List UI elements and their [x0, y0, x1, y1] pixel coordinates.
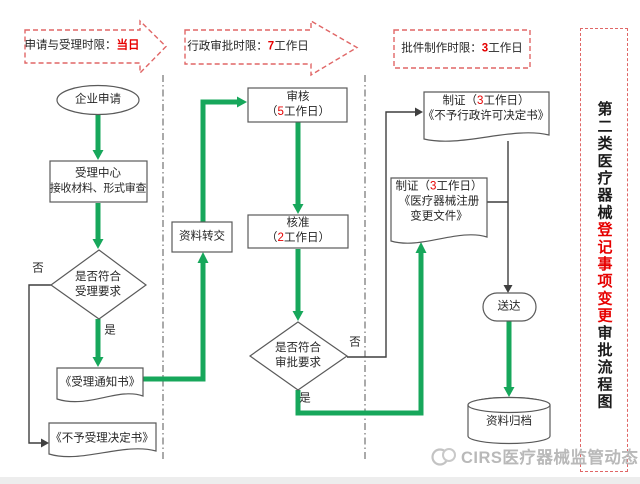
flow-connectors-green — [95, 99, 512, 416]
edge-decision1-no — [28, 284, 51, 444]
arrowhead-icon — [41, 438, 49, 448]
approve-label: 核准 （2工作日） — [266, 217, 330, 244]
cert-approve-document — [390, 177, 488, 244]
banner1-label: 申请与受理时限：当日 — [24, 39, 140, 52]
review-box — [247, 87, 348, 123]
decision2-diamond — [248, 321, 349, 391]
watermark: CIRS医疗器械监管动态 — [431, 443, 638, 469]
decision2-label: 是否符合 审批要求 — [275, 342, 321, 369]
accept-notice-document — [56, 367, 144, 403]
decision1-diamond — [49, 249, 148, 320]
start-label: 企业申请 — [75, 93, 121, 106]
banner3-label: 批件制作时限：3工作日 — [401, 42, 523, 55]
arrowhead-icon — [197, 252, 209, 263]
decision1-label: 是否符合 受理要求 — [75, 271, 121, 298]
black-arrowheads — [41, 107, 513, 448]
edge-transfer-to-review — [200, 99, 238, 222]
accept-center-box — [49, 160, 148, 203]
cert-approve-label: 制证（3工作日） 《医疗器械注册 变更文件》 — [395, 180, 483, 223]
banner2-label: 行政审批时限：7工作日 — [187, 40, 309, 53]
arrowhead-icon — [503, 387, 515, 397]
page-bottom-edge — [0, 477, 640, 484]
cirs-logo-icon — [431, 448, 456, 466]
arrowhead-icon — [503, 285, 513, 293]
archive-cylinder-top — [467, 396, 551, 414]
green-arrowheads — [92, 96, 515, 397]
review-label: 审核 （5工作日） — [266, 91, 330, 118]
accept-center-label: 受理中心 接收材料、形式审查 — [49, 167, 147, 195]
edge-decision2-yes — [295, 252, 424, 416]
edge-notice-to-transfer — [143, 262, 206, 382]
arrowhead-icon — [92, 150, 104, 160]
cert-reject-document — [423, 91, 550, 142]
watermark-text: CIRS医疗器械监管动态 — [461, 449, 639, 467]
archive-label: 资料归档 — [486, 415, 532, 428]
decision2-yes-label: 是 — [299, 392, 311, 405]
transfer-box — [171, 221, 233, 253]
arrowhead-icon — [415, 242, 427, 253]
approve-box — [247, 214, 349, 249]
decision2-no-label: 否 — [349, 336, 361, 349]
flow-nodes — [48, 84, 551, 458]
arrowhead-icon — [92, 239, 104, 249]
deliver-stadium — [482, 292, 537, 322]
arrowhead-icon — [92, 357, 104, 367]
transfer-label: 资料转交 — [179, 230, 225, 243]
reject-notice-label: 《不予受理决定书》 — [50, 432, 154, 445]
accept-notice-label: 《受理通知书》 — [59, 376, 141, 389]
flow-connectors-black — [28, 111, 509, 444]
arrowhead-icon — [292, 311, 304, 321]
arrowhead-icon — [237, 96, 247, 108]
deliver-label: 送达 — [497, 300, 521, 313]
decision1-no-label: 否 — [32, 262, 44, 275]
side-title-text: 第二类医疗器械登记事项变更审批流程图 — [595, 101, 612, 411]
side-title-panel: 第二类医疗器械登记事项变更审批流程图 — [580, 28, 628, 472]
banner2-arrow — [184, 19, 359, 77]
banner3-box — [393, 29, 531, 69]
start-ellipse — [56, 84, 140, 116]
cert-reject-label: 制证（3工作日） 《不予行政许可决定书》 — [422, 95, 550, 122]
timing-banners — [24, 19, 531, 77]
edge-decision2-no — [347, 111, 415, 358]
arrowhead-icon — [415, 107, 423, 117]
decision1-yes-label: 是 — [104, 324, 116, 337]
banner1-arrow — [24, 19, 167, 75]
reject-notice-document — [48, 422, 157, 458]
arrowhead-icon — [292, 204, 304, 214]
